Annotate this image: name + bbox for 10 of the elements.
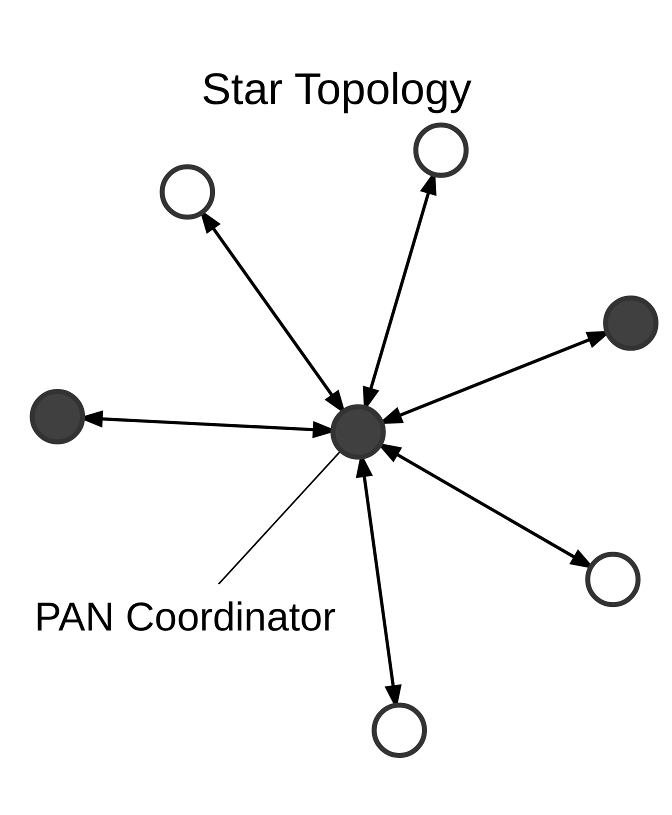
- node-circle: [159, 164, 215, 220]
- node-circle: [29, 388, 85, 444]
- diagram-title: Star Topology: [201, 64, 471, 114]
- node-circle: [371, 702, 426, 758]
- node-circle: [584, 551, 640, 607]
- node-text: PAN Coordinator: [34, 594, 336, 640]
- node-circle: [330, 404, 386, 460]
- connector: [217, 450, 341, 584]
- node-circle: [412, 122, 468, 178]
- node-circle: [602, 294, 658, 350]
